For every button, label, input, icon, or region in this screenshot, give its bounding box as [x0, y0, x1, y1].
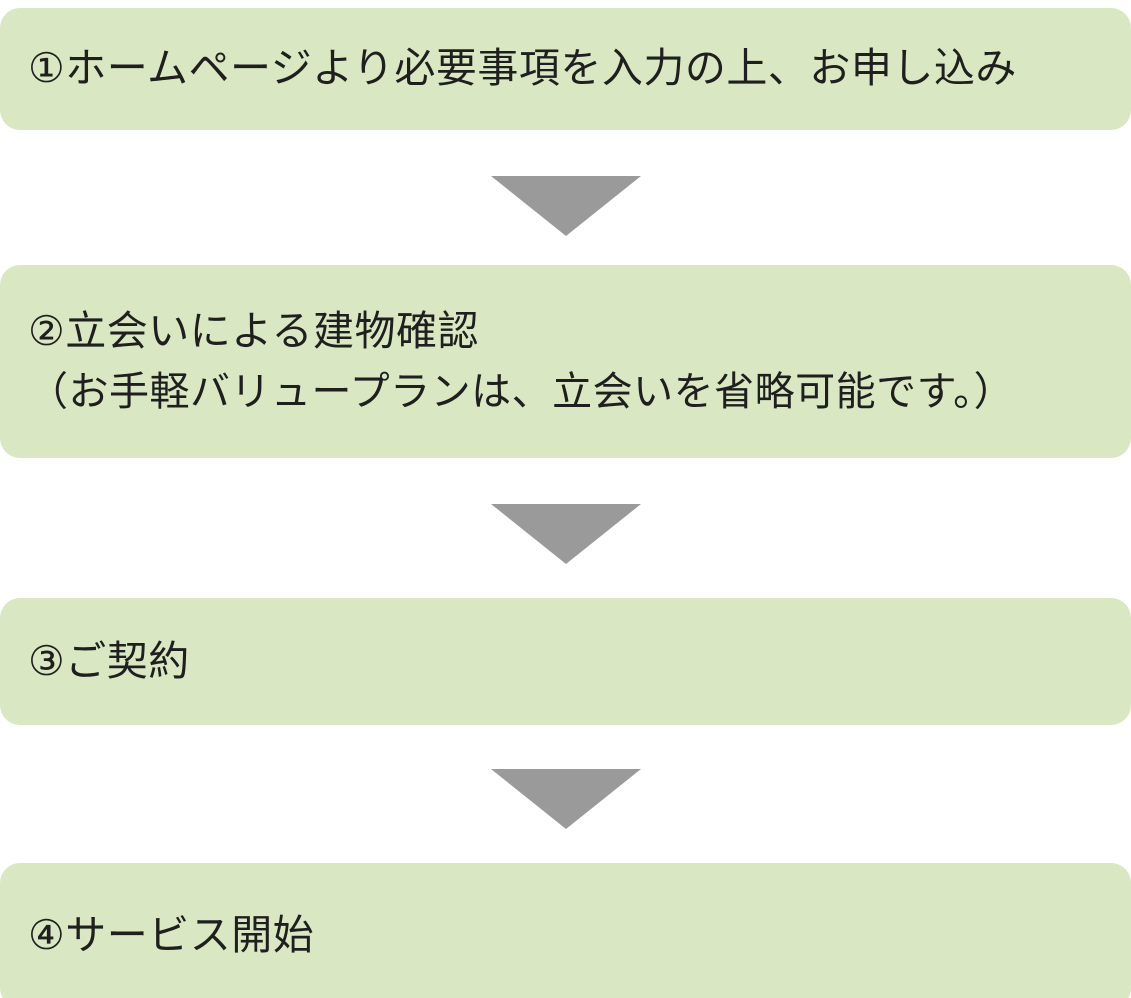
step-3-box: ③ご契約	[0, 598, 1131, 725]
step-2-note: （お手軽バリュープランは、立会いを省略可能です。）	[28, 369, 1015, 416]
step-1-label: ①ホームページより必要事項を入力の上、お申し込み	[28, 44, 1017, 93]
arrow-down-icon	[490, 769, 641, 829]
arrow-down-icon	[490, 176, 641, 236]
step-3-label: ③ご契約	[28, 636, 190, 685]
step-2-box: ②立会いによる建物確認 （お手軽バリュープランは、立会いを省略可能です。）	[0, 265, 1131, 458]
arrow-down-icon	[490, 504, 641, 564]
step-2-label: ②立会いによる建物確認	[28, 306, 480, 355]
step-4-label: ④サービス開始	[28, 910, 315, 959]
step-4-box: ④サービス開始	[0, 863, 1131, 998]
step-1-box: ①ホームページより必要事項を入力の上、お申し込み	[0, 8, 1131, 130]
